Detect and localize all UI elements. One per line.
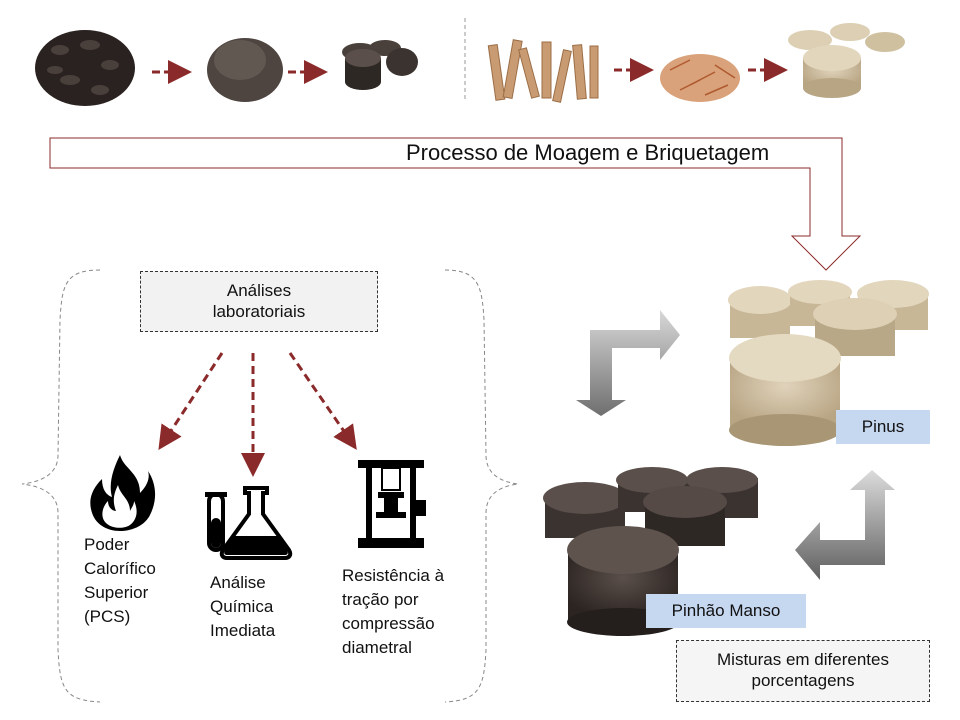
analysis-arrow-press bbox=[288, 352, 357, 450]
mixture-line1: Misturas em diferentes bbox=[717, 650, 889, 669]
pcs-line: Superior bbox=[84, 583, 149, 602]
pinus-briquettes-large-image bbox=[728, 280, 929, 446]
pcs-line: Poder bbox=[84, 535, 130, 554]
tensile-line: diametral bbox=[342, 638, 412, 657]
cycle-arrow-top-left bbox=[576, 310, 680, 416]
tensile-line: compressão bbox=[342, 614, 435, 633]
left-brace bbox=[21, 269, 101, 703]
mixture-line2: porcentagens bbox=[751, 671, 855, 690]
press-machine-icon bbox=[358, 460, 426, 548]
pcs-line: (PCS) bbox=[84, 607, 131, 626]
tensile-line: Resistência à bbox=[342, 566, 445, 585]
tensile-strength-label: Resistência à tração por compressão diam… bbox=[342, 564, 444, 660]
pinus-sticks-image bbox=[487, 39, 599, 103]
chem-line: Imediata bbox=[210, 621, 276, 640]
cycle-arrow-bottom-right bbox=[795, 470, 895, 580]
process-title: Processo de Moagem e Briquetagem bbox=[406, 140, 770, 165]
chem-line: Química bbox=[210, 597, 274, 616]
pcs-label: Poder Calorífico Superior (PCS) bbox=[84, 533, 156, 629]
analysis-title-line1: Análises bbox=[226, 281, 292, 300]
analysis-arrow-fire bbox=[158, 352, 224, 451]
chemical-analysis-label: Análise Química Imediata bbox=[210, 571, 275, 643]
pinhao-manso-tag: Pinhão Manso bbox=[646, 594, 806, 628]
pcs-line: Calorífico bbox=[84, 559, 156, 578]
pinus-tag: Pinus bbox=[836, 410, 930, 444]
flask-icon bbox=[205, 486, 293, 560]
pinus-briquettes-image bbox=[788, 23, 905, 98]
analysis-title-box: Análises laboratoriais bbox=[140, 271, 378, 332]
mixture-box: Misturas em diferentes porcentagens bbox=[676, 640, 930, 702]
pinus-shavings-image bbox=[660, 54, 740, 102]
analysis-title-line2: laboratoriais bbox=[212, 302, 306, 321]
pinhao-manso-seeds-image bbox=[35, 30, 135, 106]
pinhao-manso-powder-image bbox=[207, 38, 283, 102]
process-arrow bbox=[49, 137, 862, 271]
pinhao-manso-briquettes-image bbox=[342, 40, 418, 90]
tensile-line: tração por bbox=[342, 590, 419, 609]
right-brace bbox=[444, 269, 519, 703]
chem-line: Análise bbox=[210, 573, 266, 592]
fire-icon bbox=[90, 455, 156, 531]
